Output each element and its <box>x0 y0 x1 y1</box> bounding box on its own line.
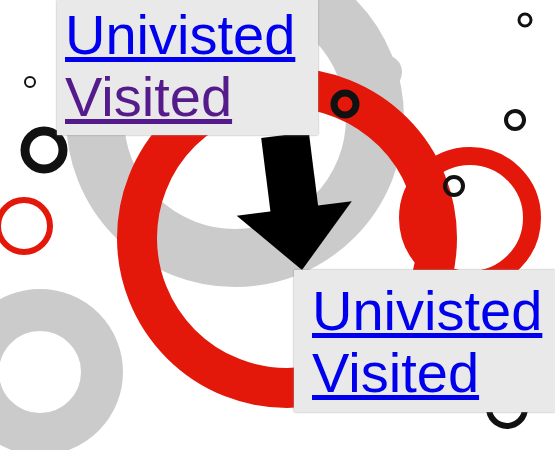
black-ring <box>519 14 531 26</box>
link-text: Visited <box>65 66 296 128</box>
black-ring <box>25 77 35 87</box>
arrow-head <box>237 201 352 270</box>
link-text: Visited <box>312 342 543 404</box>
block-arrow <box>237 135 352 270</box>
link-sample-box: UnivistedVisited <box>294 270 555 412</box>
black-ring <box>506 111 524 129</box>
grey-ring <box>371 58 399 86</box>
black-ring <box>445 177 463 195</box>
link-text: Univisted <box>312 280 543 342</box>
arrow-shaft <box>285 135 295 210</box>
link-text: Univisted <box>65 4 296 66</box>
link-sample-box: UnivistedVisited <box>57 0 318 135</box>
grey-ring <box>0 310 102 434</box>
black-ring <box>334 93 356 115</box>
black-ring <box>25 131 63 169</box>
red-ring <box>408 156 532 280</box>
red-ring <box>0 200 50 252</box>
